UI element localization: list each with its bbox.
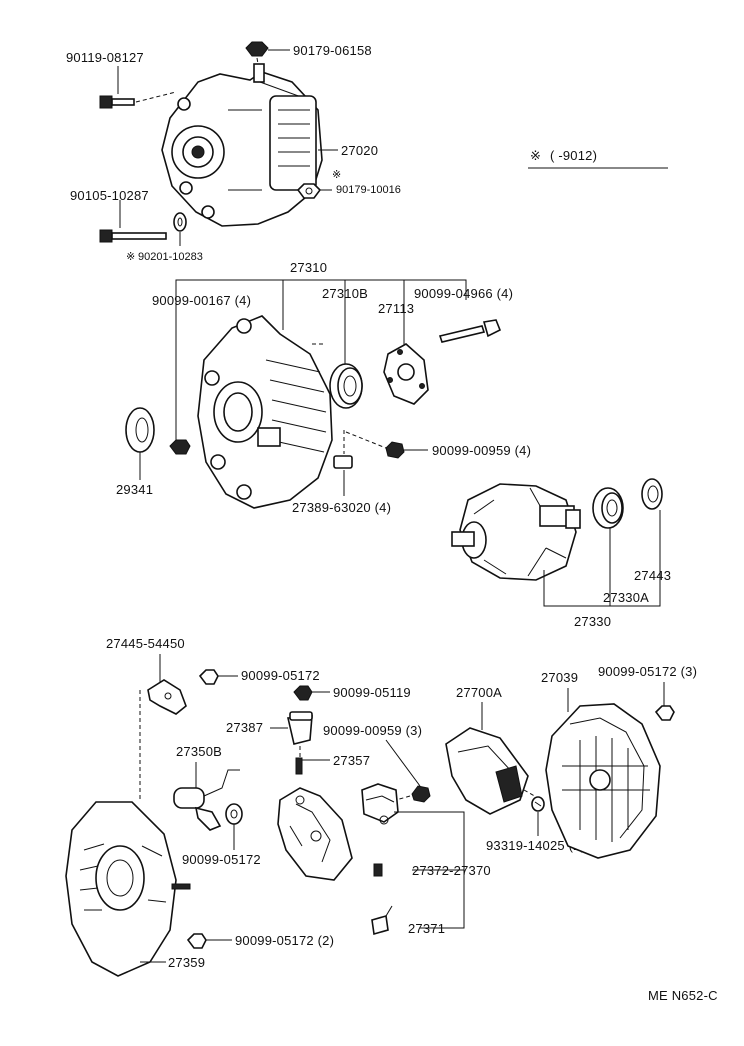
label-90099-05172-2: 90099-05172 (2) [235,933,334,948]
nut-90179-10016 [296,183,332,199]
rear-frame-27359 [65,801,191,977]
bracket-27310 [175,279,467,440]
label-27310B: 27310B [322,286,368,301]
insulator-27389-63020 [333,430,353,496]
nut-90099-05172-2 [186,933,232,949]
label-27113: 27113 [378,301,414,316]
bearing-27310B [329,363,363,409]
label-27350B: 27350B [176,744,222,759]
note-text: ( -9012) [550,148,597,163]
screw-90099-00959-3 [395,785,431,803]
alternator-assembly [161,63,323,227]
label-90201-10283-asterisk: ※ [126,251,135,263]
label-29341: 29341 [116,482,153,497]
capacitor-27350B [173,769,240,831]
brush-holder-27357 [277,746,353,881]
rectifier-27370 [361,783,465,929]
insulator-27445-54450 [147,679,187,715]
label-27359: 27359 [168,955,205,970]
seal-29341 [125,407,155,480]
label-27443: 27443 [634,568,671,583]
regulator-27700A [445,727,539,815]
bracket-27330 [543,510,661,607]
label-90179-10016: 90179-10016 [336,184,401,196]
bolt-90099-00959-4 [345,431,428,459]
bolt-90105-10287 [99,200,167,243]
label-27372-27370: 27372-27370 [412,863,491,878]
label-27371: 27371 [408,921,445,936]
label-27389-63020: 27389-63020 (4) [292,500,391,515]
note-asterisk: ※ [530,148,541,163]
cover-27443 [641,478,663,510]
label-90099-05172-a: 90099-05172 [241,668,320,683]
applicability-note: ※ ( -9012) [528,148,668,169]
label-90099-05119: 90099-05119 [333,685,411,700]
label-90099-04966: 90099-04966 (4) [414,286,513,301]
brush-27387 [270,711,313,745]
label-27357: 27357 [333,753,370,768]
label-90099-05172-3: 90099-05172 (3) [598,664,697,679]
nut-90099-05172-a [198,669,238,685]
label-90105-10287: 90105-10287 [70,188,149,203]
washer-90099-05172-b [225,803,243,850]
label-93319-14025: 93319-14025 (2) [486,838,585,853]
label-27330: 27330 [574,614,611,629]
label-90099-00959-4: 90099-00959 (4) [432,443,531,458]
label-27700A: 27700A [456,685,502,700]
bolt-93319-14025 [531,796,545,836]
label-27310: 27310 [290,260,327,275]
label-90179-10016-asterisk: ※ [332,169,341,181]
nut-90099-05119 [293,685,330,701]
nut-90099-05172-3 [654,705,675,721]
screw-90099-04966 [438,319,502,343]
label-27039: 27039 [541,670,578,685]
label-27330A: 27330A [603,590,649,605]
bolt-90099-00167 [169,439,191,455]
label-90119-08127: 90119-08127 [66,50,144,65]
label-90099-05172-b: 90099-05172 [182,852,261,867]
label-90201-10283: 90201-10283 [138,251,203,263]
label-27445-54450: 27445-54450 [106,636,185,651]
label-27387: 27387 [226,720,263,735]
diagram-code: ME N652-C [648,988,718,1003]
label-27020: 27020 [341,143,378,158]
terminal-27372 [373,863,383,877]
bolt-90119-08127 [99,66,177,109]
insulator-27371 [371,905,393,936]
label-90099-00167: 90099-00167 (4) [152,293,251,308]
rotor-27330 [451,483,581,581]
label-90099-00959-3: 90099-00959 (3) [323,723,422,738]
bearing-27330A [592,487,624,529]
retainer-plate-27113 [383,343,429,405]
rear-cover-27039 [545,703,661,859]
label-90179-06158: 90179-06158 [293,43,372,58]
drive-end-frame [197,315,333,509]
washer-90201-10283 [173,212,187,246]
nut-90179-06158 [245,41,290,65]
